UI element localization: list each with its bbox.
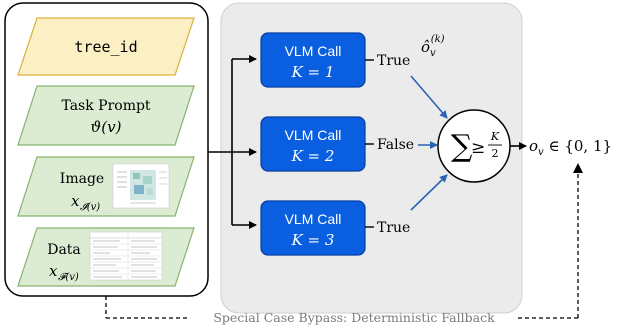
vlm-call-1-label: VLM Call bbox=[285, 43, 342, 59]
vlm-call-3-k: K = 3 bbox=[291, 231, 335, 249]
image-symbol: x bbox=[71, 192, 80, 210]
vlm-call-2: VLM Call K = 2 bbox=[260, 116, 366, 172]
arrow-right-icon bbox=[410, 174, 448, 211]
image-subscript: 𝓘(v) bbox=[80, 202, 100, 213]
data-subscript: 𝓕(v) bbox=[58, 272, 79, 283]
frac-numerator: K bbox=[490, 130, 500, 143]
arrow-right-icon bbox=[410, 75, 448, 119]
frac-denominator: 2 bbox=[492, 147, 499, 160]
image-thumbnail bbox=[112, 163, 170, 209]
bypass-path bbox=[105, 171, 579, 319]
vlm-call-2-output: False bbox=[377, 137, 414, 153]
data-symbol: x bbox=[49, 262, 58, 280]
task-prompt-title: Task Prompt bbox=[61, 98, 150, 114]
vlm-call-3: VLM Call K = 3 bbox=[260, 200, 366, 256]
arrow-up-icon bbox=[573, 163, 583, 173]
intermediate-label: ôv(k) bbox=[421, 34, 445, 59]
fanout-connectors bbox=[208, 55, 257, 229]
output-label: ov ∈ {0, 1} bbox=[529, 137, 612, 158]
bypass-label: Special Case Bypass: Deterministic Fallb… bbox=[213, 310, 495, 325]
vlm-call-1-output: True bbox=[377, 53, 410, 69]
data-table-thumbnail bbox=[89, 231, 163, 281]
vlm-call-1-k: K = 1 bbox=[291, 63, 335, 81]
vlm-call-2-k: K = 2 bbox=[291, 147, 335, 165]
task-prompt-symbol: ϑ(v) bbox=[91, 118, 122, 136]
data-title: Data bbox=[47, 242, 81, 258]
tree-id-box bbox=[17, 17, 195, 76]
task-prompt-box bbox=[17, 85, 195, 146]
tree-id-label: tree_id bbox=[74, 38, 137, 56]
sum-node-icon: ∑ ≥ K 2 bbox=[437, 109, 511, 183]
vlm-call-1: VLM Call K = 1 bbox=[260, 32, 366, 88]
sum-symbol: ∑ bbox=[451, 129, 473, 164]
vlm-call-3-output: True bbox=[377, 220, 410, 236]
vlm-call-3-label: VLM Call bbox=[285, 211, 342, 227]
geq-symbol: ≥ bbox=[471, 138, 485, 158]
vlm-call-2-label: VLM Call bbox=[285, 127, 342, 143]
image-title: Image bbox=[60, 171, 104, 187]
